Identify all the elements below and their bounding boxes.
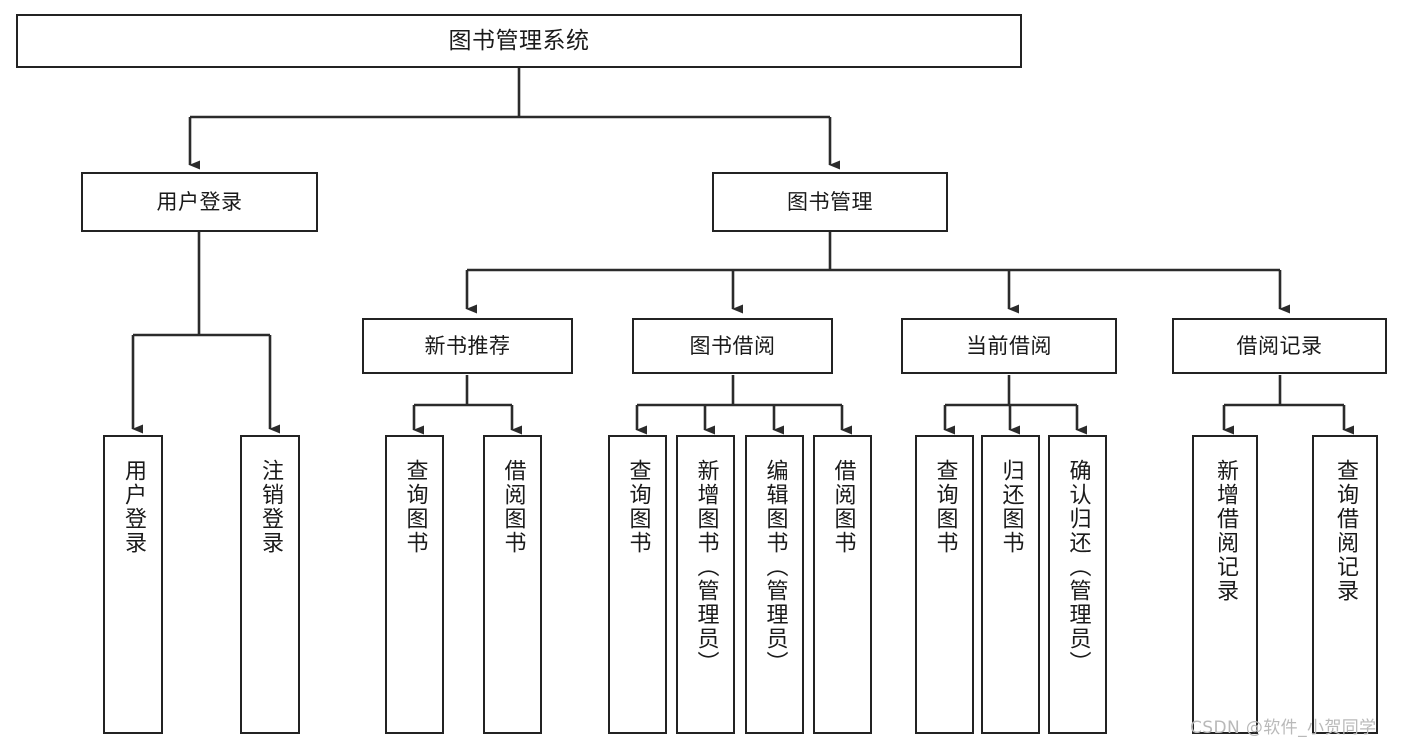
node-book-management-system[interactable]: 图书管理系统 (16, 14, 1022, 68)
node-label: 查询图书 (402, 459, 428, 555)
leaf-logout[interactable]: 注销登录 (240, 435, 300, 734)
node-label: 用户登录 (156, 189, 243, 214)
node-label: 当前借阅 (966, 333, 1052, 358)
node-label: 注销登录 (257, 459, 283, 555)
node-label: 新书推荐 (424, 333, 511, 358)
node-label: 查询借阅记录 (1332, 459, 1358, 603)
node-user-login[interactable]: 用户登录 (81, 172, 318, 232)
leaf-query-borrow-record[interactable]: 查询借阅记录 (1312, 435, 1378, 734)
leaf-borrow-book-borrowing[interactable]: 借阅图书 (813, 435, 872, 734)
leaf-user-login[interactable]: 用户登录 (103, 435, 163, 734)
leaf-add-book-admin[interactable]: 新增图书（管理员） (676, 435, 735, 734)
node-book-management[interactable]: 图书管理 (712, 172, 948, 232)
leaf-edit-book-admin[interactable]: 编辑图书（管理员） (745, 435, 804, 734)
leaf-query-book-current[interactable]: 查询图书 (915, 435, 974, 734)
node-label: 图书管理 (787, 189, 873, 214)
leaf-query-book-new-recommend[interactable]: 查询图书 (385, 435, 444, 734)
leaf-add-borrow-record[interactable]: 新增借阅记录 (1192, 435, 1258, 734)
watermark-text: CSDN @软件_小贺同学 (1190, 718, 1377, 738)
node-label: 借阅记录 (1236, 333, 1323, 358)
node-borrowing-record[interactable]: 借阅记录 (1172, 318, 1387, 374)
node-current-borrowing[interactable]: 当前借阅 (901, 318, 1117, 374)
leaf-borrow-book-new-recommend[interactable]: 借阅图书 (483, 435, 542, 734)
node-label: 新增图书（管理员） (693, 459, 719, 675)
leaf-return-book[interactable]: 归还图书 (981, 435, 1040, 734)
node-label: 图书管理系统 (448, 27, 590, 54)
node-label: 借阅图书 (830, 459, 856, 555)
leaf-query-book-borrowing[interactable]: 查询图书 (608, 435, 667, 734)
node-label: 编辑图书（管理员） (762, 459, 788, 675)
node-label: 借阅图书 (500, 459, 526, 555)
node-new-book-recommendation[interactable]: 新书推荐 (362, 318, 573, 374)
node-label: 查询图书 (932, 459, 958, 555)
node-label: 确认归还（管理员） (1065, 459, 1091, 675)
node-label: 归还图书 (998, 459, 1024, 555)
leaf-confirm-return-admin[interactable]: 确认归还（管理员） (1048, 435, 1107, 734)
node-label: 用户登录 (120, 459, 146, 555)
node-label: 查询图书 (625, 459, 651, 555)
node-label: 新增借阅记录 (1212, 459, 1238, 603)
node-label: 图书借阅 (689, 333, 776, 358)
node-book-borrowing[interactable]: 图书借阅 (632, 318, 833, 374)
